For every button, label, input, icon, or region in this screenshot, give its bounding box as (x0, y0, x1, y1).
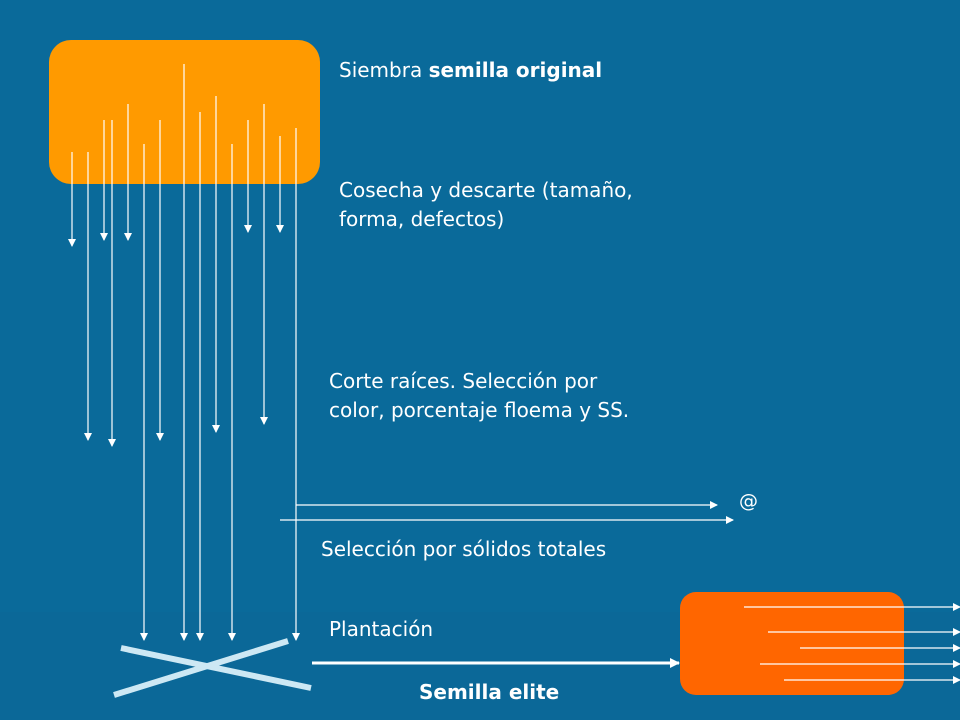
step-cosecha: Cosecha y descarte (tamaño, forma, defec… (339, 178, 633, 231)
cross-line-a (120, 645, 312, 691)
step-plantacion: Plantación (329, 617, 434, 641)
step-siembra: Siembra semilla original (339, 58, 603, 82)
at-symbol: @ (739, 490, 758, 512)
step-corte: Corte raíces. Selección por color, porce… (329, 369, 630, 422)
cross-line-b (113, 638, 289, 698)
elite-seed-box (680, 592, 904, 695)
step-seleccion-solidos: Selección por sólidos totales (321, 537, 607, 561)
step-semilla-elite: Semilla elite (419, 680, 560, 704)
